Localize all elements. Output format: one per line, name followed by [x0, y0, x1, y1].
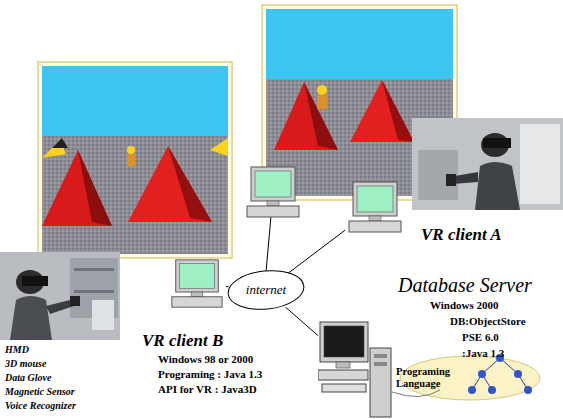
vr-screenshot-b	[127, 146, 135, 154]
vr-screenshot-a	[317, 95, 327, 109]
user-photo-b	[74, 290, 114, 293]
network-label: internet	[246, 283, 286, 297]
vr-screenshot-b	[42, 136, 228, 254]
user-photo-b	[92, 300, 114, 330]
user-photo-a	[418, 150, 458, 200]
vr-client-b: VR client BWindows 98 or 2000Programing …	[168, 258, 226, 310]
server-icon	[318, 318, 393, 419]
server-icon	[318, 370, 368, 380]
vr-screenshot-a	[317, 85, 327, 95]
spec-text: Windows 98 or 2000	[158, 353, 253, 365]
vr-screenshot-a	[266, 9, 453, 79]
server-name: Database Server	[398, 274, 532, 296]
network-link	[226, 286, 229, 287]
server-icon	[336, 362, 350, 368]
server-icon	[374, 354, 387, 358]
vr-screenshot-a	[304, 82, 338, 150]
language-label: Programing Language	[396, 366, 456, 390]
vr-screenshot-b	[38, 62, 232, 258]
server-icon	[322, 384, 366, 392]
vr-screenshot-b	[168, 146, 212, 222]
client-name: VR client A	[421, 226, 502, 245]
vr-screenshot-a	[350, 80, 414, 142]
language-bubble	[392, 354, 540, 400]
vr-screenshot-b	[52, 138, 68, 148]
computer-icon	[180, 264, 215, 289]
computer-icon	[353, 182, 397, 216]
computer-icon	[168, 258, 226, 310]
vr-screenshot-a	[382, 80, 414, 142]
vr-screenshot-b	[128, 146, 212, 222]
user-photo-b	[46, 300, 74, 314]
user-photo-a	[483, 138, 511, 148]
illustration	[266, 216, 271, 272]
language-bubble	[524, 386, 532, 394]
language-bubble	[514, 370, 522, 378]
vr-screenshot-b	[42, 150, 112, 226]
vr-screenshot-a	[274, 82, 338, 150]
user-photo-b	[74, 268, 114, 271]
server-icon	[320, 322, 368, 362]
computer-icon	[247, 167, 299, 217]
user-photo-b	[0, 252, 120, 340]
user-photo-b	[0, 252, 120, 340]
spec-text: Windows 2000	[430, 299, 499, 311]
user-photo-a	[475, 162, 520, 210]
user-photo-a	[520, 124, 560, 204]
language-bubble	[400, 356, 540, 400]
server-icon	[370, 348, 391, 417]
computer-icon	[267, 201, 279, 206]
vr-screenshot-b	[127, 154, 135, 166]
computer-icon	[357, 186, 393, 212]
vr-client-a: VR client A	[345, 180, 405, 235]
computer-icon	[176, 260, 219, 292]
server-icon	[324, 326, 364, 357]
database-server: Database ServerWindows 2000DB:ObjectStor…	[318, 318, 393, 419]
network-link	[288, 230, 345, 273]
spec-text: :Java 1.3	[462, 347, 504, 359]
computer-icon	[369, 216, 381, 221]
device-name: Data Glove	[5, 372, 51, 384]
computer-icon	[191, 292, 203, 297]
device-name: HMD	[5, 344, 29, 356]
spec-text: PSE 6.0	[462, 331, 499, 343]
vr-screenshot-b	[42, 66, 228, 136]
vr-screenshot-b	[78, 150, 112, 226]
spec-text: API for VR : Java3D	[158, 383, 257, 395]
spec-text: DB:ObjectStore	[450, 315, 526, 327]
computer-icon	[251, 167, 295, 201]
user-photo-a	[446, 174, 456, 186]
user-photo-b	[70, 296, 80, 306]
computer-icon	[247, 206, 299, 217]
user-photo-a	[412, 118, 563, 210]
computer-icon	[172, 297, 222, 307]
language-bubble	[478, 370, 486, 378]
client-name: VR client B	[142, 332, 223, 351]
user-photo-b	[22, 276, 48, 286]
device-name: Magnetic Sensor	[5, 386, 75, 398]
language-bubble	[392, 390, 440, 397]
device-name: 3D mouse	[5, 358, 46, 370]
server-icon	[374, 362, 387, 366]
user-photo-a	[412, 118, 563, 210]
internet-ellipse	[226, 268, 306, 312]
computer-icon	[349, 221, 401, 232]
vr-screenshot-b	[210, 138, 228, 156]
language-bubble	[488, 386, 496, 394]
user-photo-b	[10, 296, 52, 340]
language-bubble	[468, 386, 476, 394]
computer-icon	[345, 180, 405, 235]
internet-cloud: internet	[226, 268, 306, 312]
vr-screenshot-b	[42, 136, 228, 254]
computer-icon	[255, 171, 291, 197]
device-name: Voice Recognizer	[5, 400, 76, 412]
spec-text: Programing : Java 1.3	[158, 368, 262, 380]
network-link	[286, 307, 318, 335]
